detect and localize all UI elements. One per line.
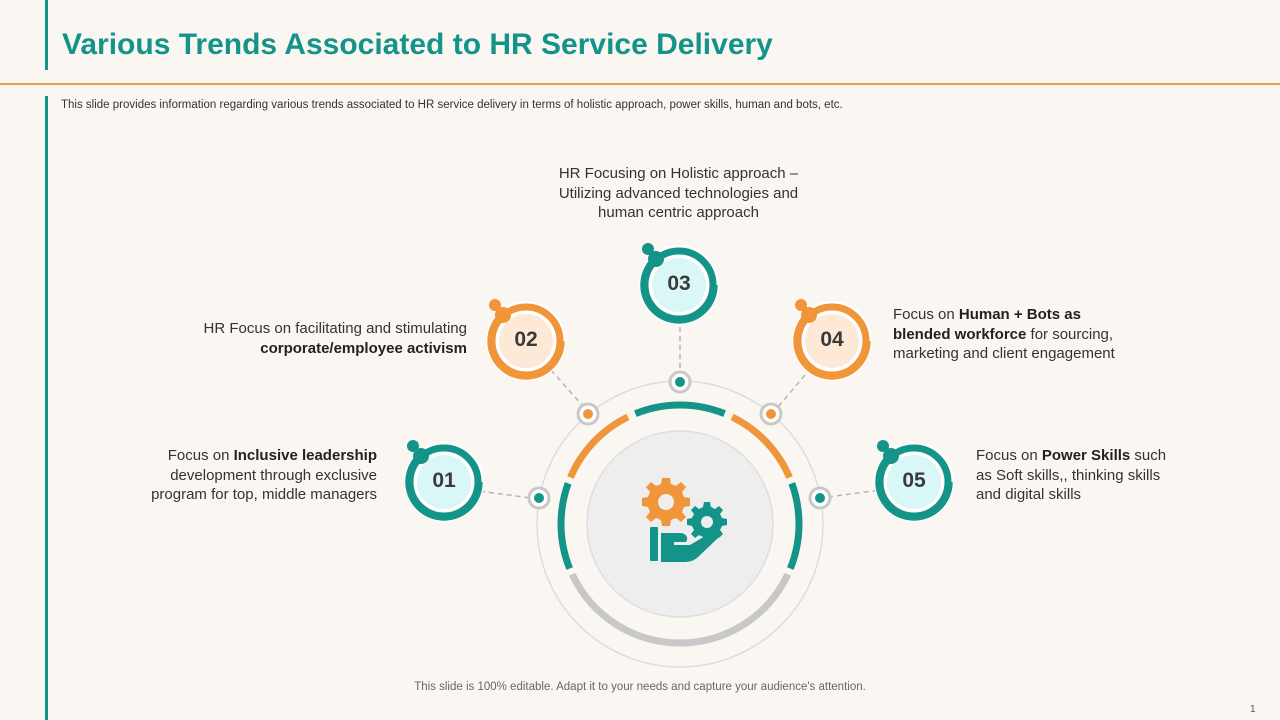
desc-line: marketing and client engagement <box>893 345 1115 362</box>
desc-line: blended workforce for sourcing, <box>893 325 1114 343</box>
badge-05 <box>874 440 954 522</box>
segmented-ring <box>557 401 803 647</box>
connector-dots <box>527 370 832 510</box>
desc-line: Focus on Human + Bots as <box>893 306 1081 323</box>
hand-with-gears-icon <box>642 478 727 562</box>
slide-title: Various Trends Associated to HR Service … <box>62 28 773 61</box>
desc-line: corporate/employee activism <box>260 339 467 357</box>
slide-footer-note: This slide is 100% editable. Adapt it to… <box>414 681 866 693</box>
desc-line: Utilizing advanced technologies and <box>558 184 799 202</box>
connector-dot-01 <box>527 486 551 510</box>
badge-02 <box>486 299 566 381</box>
trend-description-05: Focus on Power Skills such as Soft skill… <box>976 446 1236 505</box>
slide-subtitle: This slide provides information regardin… <box>61 99 843 111</box>
left-accent-rule-bottom <box>45 96 48 720</box>
desc-line: HR Focus on facilitating and stimulating <box>203 320 467 337</box>
desc-line: and digital skills <box>976 486 1082 503</box>
badge-number-05: 05 <box>902 469 926 492</box>
trend-description-01: Focus on Inclusive leadership developmen… <box>98 446 377 505</box>
desc-line: Focus on Power Skills such <box>976 447 1167 464</box>
badge-number-01: 01 <box>432 469 456 492</box>
desc-line: as Soft skills,, thinking skills <box>976 466 1161 484</box>
desc-line: human centric approach <box>598 204 759 221</box>
center-disk <box>586 430 774 618</box>
connector-dot-04 <box>759 402 783 426</box>
page-number: 1 <box>1250 704 1256 715</box>
badge-03 <box>639 243 719 325</box>
desc-line: HR Focusing on Holistic approach – <box>558 165 799 182</box>
trend-description-04: Focus on Human + Bots as blended workfor… <box>893 305 1193 364</box>
badge-01 <box>404 440 484 522</box>
desc-line: program for top, middle managers <box>151 486 377 503</box>
badge-number-04: 04 <box>820 328 844 351</box>
connector-dot-03 <box>668 370 692 394</box>
desc-line: Focus on Inclusive leadership <box>167 447 377 464</box>
left-accent-rule-top <box>45 0 48 70</box>
badge-number-03: 03 <box>667 272 691 295</box>
connector-dot-02 <box>576 402 600 426</box>
trend-description-03: HR Focusing on Holistic approach – Utili… <box>520 164 837 223</box>
badge-04 <box>792 299 872 381</box>
trend-description-02: HR Focus on facilitating and stimulating… <box>150 319 467 358</box>
badge-number-02: 02 <box>514 328 538 351</box>
title-underline-rule <box>0 83 1280 85</box>
desc-line: development through exclusive <box>170 466 377 484</box>
connector-dot-05 <box>808 486 832 510</box>
